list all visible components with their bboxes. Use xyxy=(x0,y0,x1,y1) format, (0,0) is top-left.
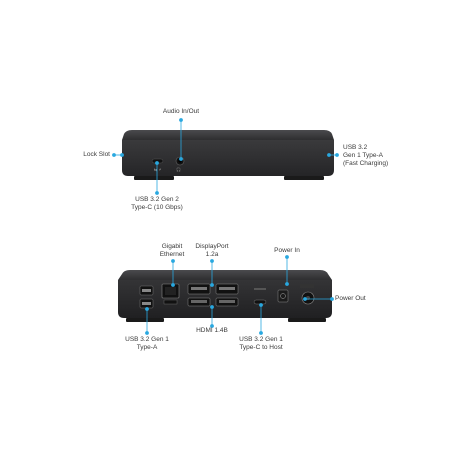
label-power-in: Power In xyxy=(274,247,300,254)
label-displayport: DisplayPort 1.2a xyxy=(195,243,229,258)
dock-rear-view xyxy=(118,270,332,322)
label-usb-c-to-host: USB 3.2 Gen 1 Type-C to Host xyxy=(239,336,283,351)
label-power-out: Power Out xyxy=(335,295,366,302)
label-audio-in-out: Audio In/Out xyxy=(162,108,200,115)
label-lock-slot: Lock Slot xyxy=(83,151,110,158)
label-hdmi: HDMI 1.4B xyxy=(196,327,228,334)
usb-c-mark: ⇆ ⚡ xyxy=(154,167,162,172)
audio-mark: 🎧 xyxy=(176,167,181,172)
usb-c-port xyxy=(151,158,164,164)
label-usb-a-fast-charging: USB 3.2 Gen 1 Type-A (Fast Charging) xyxy=(343,144,389,167)
label-gigabit-ethernet: Gigabit Ethernet xyxy=(159,243,185,258)
usb-c-host-port xyxy=(253,299,267,305)
label-usb-a-gen1: USB 3.2 Gen 1 Type-A xyxy=(125,336,169,351)
power-button xyxy=(277,289,289,303)
dock-front-view: ⇆ ⚡ 🎧 xyxy=(122,130,334,180)
label-usb-c-10gbps: USB 3.2 Gen 2 Type-C (10 Gbps) xyxy=(131,196,183,211)
